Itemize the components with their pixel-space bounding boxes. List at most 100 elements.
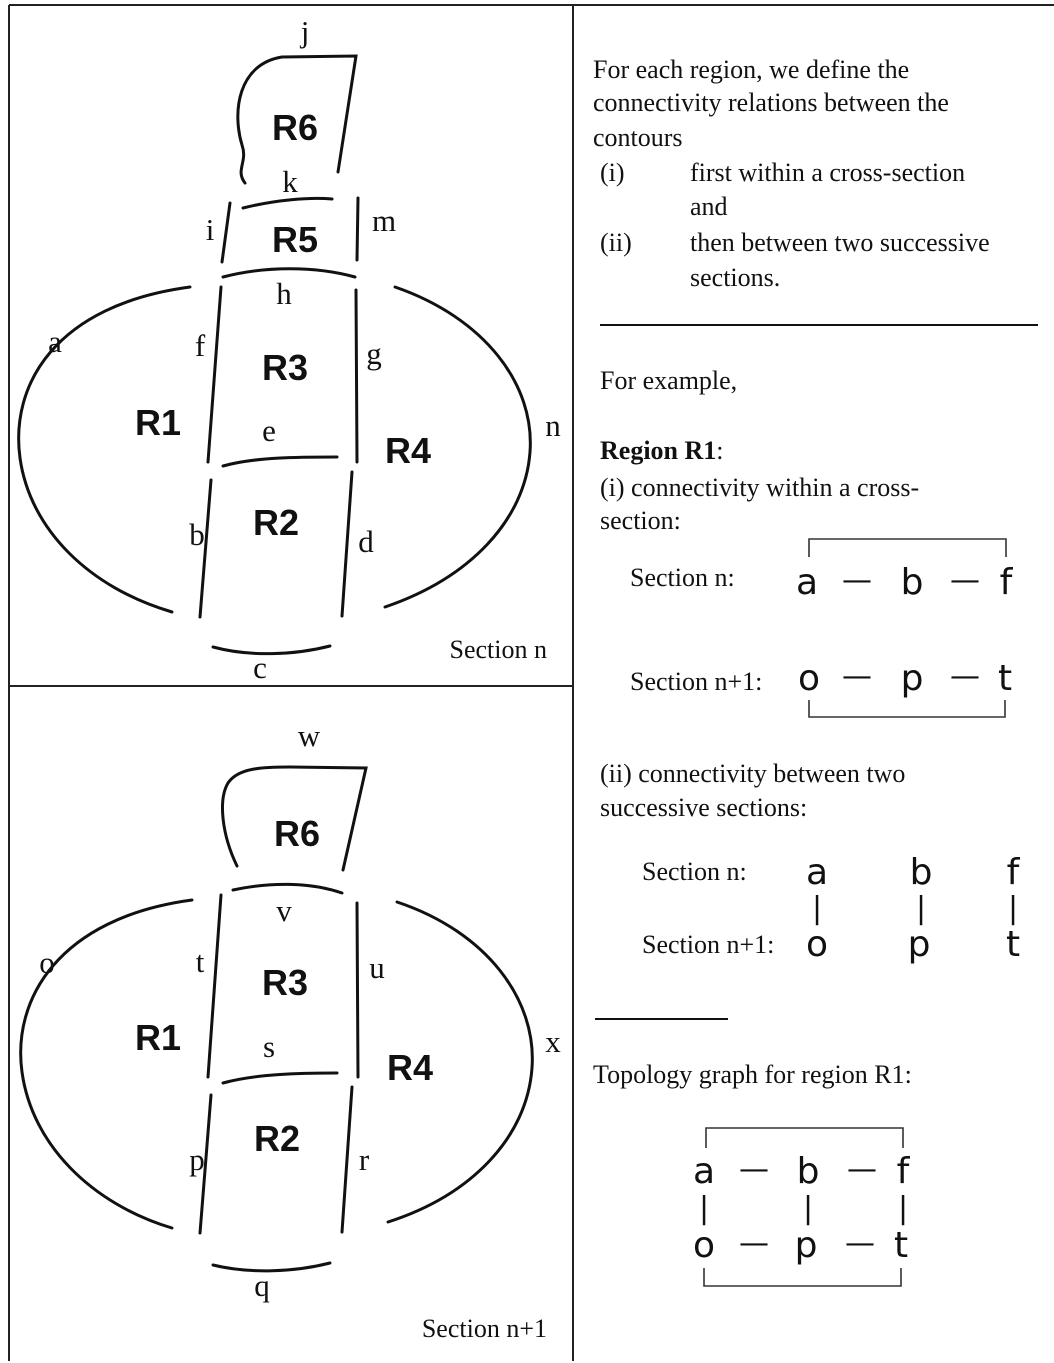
list-item-line: first within a cross-section — [690, 158, 965, 187]
contour-label: w — [298, 718, 321, 753]
contour-w-curve — [221, 765, 368, 872]
contour-d-curve — [340, 470, 354, 618]
region-label: R2 — [254, 1118, 300, 1159]
edge-bar: | — [916, 891, 926, 926]
node: a — [806, 852, 828, 893]
intro-line: contours — [593, 123, 683, 152]
within-line: section: — [600, 506, 681, 535]
region-label: R4 — [387, 1047, 433, 1088]
section-n1-caption: Section n+1 — [422, 1314, 547, 1343]
intro-line: connectivity relations between the — [593, 88, 949, 117]
region-label: R3 — [262, 962, 308, 1003]
region-heading-colon: : — [716, 436, 723, 465]
edge-dash: — — [845, 1226, 875, 1261]
contour-f-curve — [206, 285, 223, 464]
between-line: (ii) connectivity between two — [600, 759, 905, 788]
contour-k-curve — [241, 196, 334, 210]
node: f — [897, 1151, 911, 1192]
node: p — [901, 658, 924, 699]
section-label: Section n: — [630, 563, 735, 592]
section-n-diagram: R6 R5 R3 R1 R4 R2 a b c d e f g h i j k … — [17, 14, 561, 685]
node: a — [796, 562, 818, 603]
contour-t-curve — [206, 893, 223, 1079]
edge-dash: — — [842, 563, 872, 598]
edge-bar: | — [803, 1191, 813, 1226]
contour-b-curve — [198, 478, 213, 619]
contour-a-curve — [17, 285, 192, 614]
contour-label: a — [48, 324, 62, 359]
edge-dash: — — [847, 1152, 877, 1187]
edge-dash: — — [950, 659, 980, 694]
list-item-line: and — [690, 192, 728, 221]
region-label: R2 — [253, 502, 299, 543]
contour-m-curve — [355, 196, 360, 262]
section-label: Section n+1: — [642, 930, 774, 959]
section-n1-diagram: R6 R3 R1 R4 R2 o p q r s t u v w x Secti… — [19, 718, 561, 1343]
edge-bar: | — [699, 1191, 709, 1226]
region-label: R4 — [385, 430, 431, 471]
within-line: (i) connectivity within a cross- — [600, 473, 919, 502]
region-label: R6 — [274, 813, 320, 854]
bracket-top — [808, 538, 1007, 557]
node: o — [798, 658, 820, 699]
contour-label: f — [195, 328, 206, 363]
node: p — [908, 924, 931, 965]
edge-dash: — — [739, 1152, 769, 1187]
contour-p-curve — [198, 1093, 213, 1235]
contour-o-curve — [19, 898, 194, 1230]
node: b — [901, 562, 924, 603]
node: f — [1000, 562, 1014, 603]
graph-title: Topology graph for region R1: — [593, 1060, 912, 1089]
contour-label: o — [39, 945, 55, 980]
explanation-panel: For each region, we define the connectiv… — [593, 55, 1038, 1287]
contour-label: v — [276, 893, 292, 928]
contour-label: r — [359, 1142, 370, 1177]
bracket-top — [705, 1127, 904, 1148]
contour-q-curve — [211, 1261, 332, 1273]
contour-label: j — [300, 14, 310, 49]
section-n-caption: Section n — [450, 635, 548, 664]
contour-label: k — [282, 164, 298, 199]
edge-bar: | — [898, 1191, 908, 1226]
region-label: R1 — [135, 1017, 181, 1058]
contour-x-curve — [386, 900, 534, 1224]
contour-label: u — [369, 950, 385, 985]
contour-v-curve — [231, 882, 344, 895]
node: p — [795, 1225, 818, 1266]
contour-label: q — [254, 1268, 270, 1303]
contour-label: m — [372, 203, 396, 238]
contour-label: p — [189, 1142, 205, 1177]
edge-dash: — — [950, 563, 980, 598]
contour-e-curve — [221, 455, 339, 468]
region-label: R3 — [262, 347, 308, 388]
contour-label: x — [545, 1024, 561, 1059]
list-item-line: then between two successive — [690, 228, 990, 257]
edge-bar: | — [1008, 891, 1018, 926]
bracket-bottom — [703, 1268, 902, 1287]
intro-line: For each region, we define the — [593, 55, 909, 84]
contour-label: c — [253, 650, 267, 685]
section-label: Section n+1: — [630, 667, 762, 696]
contour-label: i — [206, 212, 215, 247]
contour-label: n — [545, 408, 561, 443]
region-heading-name: Region R1 — [600, 436, 716, 465]
list-item-line: sections. — [690, 263, 780, 292]
contour-g-curve — [354, 288, 359, 464]
node: t — [998, 658, 1012, 699]
contour-label: d — [358, 524, 374, 559]
contour-r-curve — [340, 1085, 354, 1234]
contour-n-curve — [383, 285, 532, 609]
region-label: R6 — [272, 107, 318, 148]
node: t — [894, 1225, 908, 1266]
contour-label: s — [263, 1029, 275, 1064]
node: a — [693, 1151, 715, 1192]
edge-bar: | — [812, 891, 822, 926]
contour-h-curve — [221, 267, 357, 279]
contour-u-curve — [355, 901, 360, 1079]
list-marker: (i) — [600, 158, 625, 187]
contour-label: e — [262, 413, 276, 448]
region-label: R5 — [272, 219, 318, 260]
node: o — [693, 1225, 715, 1266]
contour-label: t — [196, 944, 205, 979]
